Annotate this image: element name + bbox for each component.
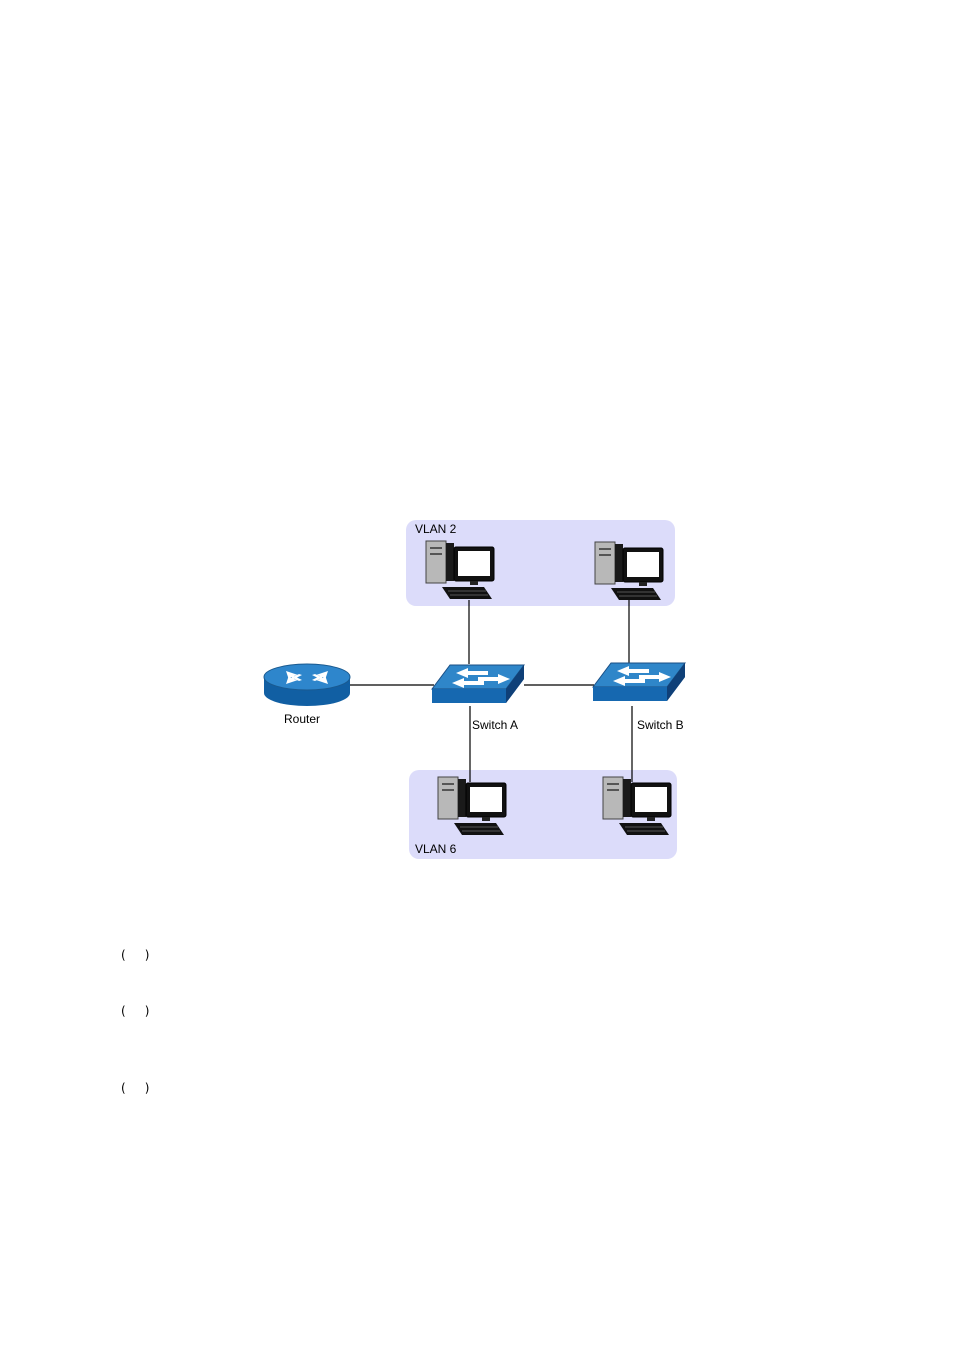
- switch-a-icon: [431, 664, 525, 704]
- vlan2-label: VLAN 2: [415, 522, 457, 536]
- switch-a-label: Switch A: [472, 718, 518, 732]
- router-icon: [263, 663, 351, 707]
- switch-b-icon: [592, 662, 686, 702]
- switch-b-label: Switch B: [637, 718, 684, 732]
- bracket-marker: ( ): [121, 1081, 150, 1095]
- bracket-marker: ( ): [121, 1004, 150, 1018]
- bracket-marker: ( ): [121, 948, 150, 962]
- vlan6-label: VLAN 6: [415, 842, 457, 856]
- links: [350, 600, 633, 782]
- router-label: Router: [284, 712, 320, 726]
